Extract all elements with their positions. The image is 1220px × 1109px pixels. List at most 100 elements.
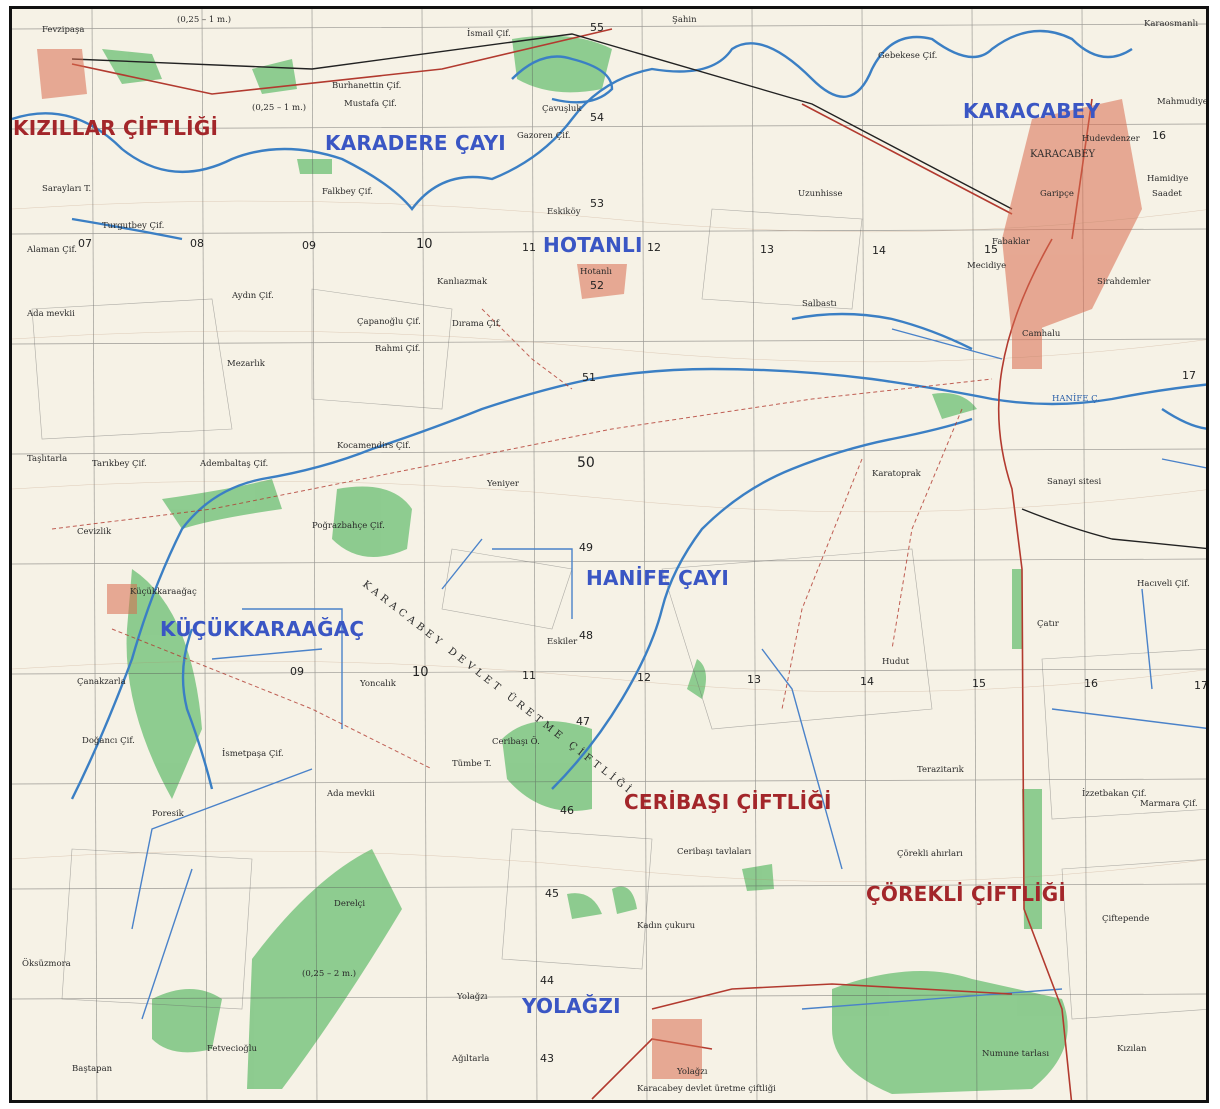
label-corekli-ciftligi: ÇÖREKLİ ÇİFTLİĞİ <box>866 882 1067 906</box>
forest-patch <box>932 393 977 419</box>
camhalu-village <box>1012 319 1042 369</box>
place-name: Çatır <box>1037 619 1059 629</box>
place-name: Turgutbey Çif. <box>102 221 165 231</box>
label-karadere-cayi: KARADERE ÇAYI <box>325 131 506 155</box>
label-kucukkaraagac: KÜÇÜKKARAAĞAÇ <box>160 617 365 641</box>
railway-line <box>1021 508 1206 550</box>
place-name: Hacıveli Çif. <box>1137 579 1190 589</box>
contour <box>12 480 1206 513</box>
forest-patch <box>102 49 162 84</box>
place-name: Taşlıtarla <box>27 454 68 464</box>
field-boundaries <box>31 208 1206 1020</box>
place-name: Falkbey Çif. <box>322 187 373 197</box>
forest-patch <box>297 159 332 174</box>
grid-number: 49 <box>579 541 593 554</box>
forest-patch <box>1022 789 1042 929</box>
place-name: Burhanettin Çif. <box>332 81 402 91</box>
grid-number: 10 <box>416 237 433 252</box>
place-name: Poğrazbahçe Çif. <box>312 521 385 531</box>
depth-annotation: (0,25 – 2 m.) <box>302 969 357 979</box>
canal <box>1051 708 1206 729</box>
place-name: Mustafa Çif. <box>344 99 397 109</box>
grid-number: 54 <box>590 111 604 124</box>
forest-patch <box>832 971 1068 1094</box>
contour <box>12 850 1206 883</box>
place-name: Çanakzarla <box>77 677 126 687</box>
kucukkaraagac-village <box>107 584 137 614</box>
place-name: Çapanoğlu Çif. <box>357 317 421 327</box>
label-karacabey: KARACABEY <box>963 99 1101 123</box>
forest-patch <box>612 886 637 914</box>
place-name: Ada mevkii <box>327 789 375 799</box>
canal <box>141 868 193 1020</box>
place-name: Tarıkbey Çif. <box>92 459 147 469</box>
place-name: Ceribaşı Ö. <box>492 737 540 747</box>
place-name: İsmetpaşa Çif. <box>222 749 284 759</box>
dashed-road <box>481 308 573 390</box>
place-name: Terazitarık <box>917 765 964 775</box>
place-name: Karacabey devlet üretme çiftliği <box>637 1084 776 1094</box>
karacabey-town <box>1002 99 1142 339</box>
road <box>71 28 613 95</box>
place-name: Ağıltarla <box>452 1054 490 1064</box>
place-name: Öksüzmora <box>22 959 71 969</box>
grid-number: 14 <box>872 244 886 257</box>
place-name: Yolağzı <box>457 992 488 1002</box>
place-name: Derelçi <box>334 899 366 909</box>
place-name: Tümbe T. <box>452 759 492 769</box>
place-name: Aydın Çif. <box>232 291 274 301</box>
place-name: Kanlıazmak <box>437 277 488 287</box>
field-boundary <box>701 208 863 310</box>
label-hotanli: HOTANLI <box>543 233 643 257</box>
place-name: Dırama Çif. <box>452 319 502 329</box>
place-name: Gebekese Çif. <box>878 51 938 61</box>
place-name: KARACABEY <box>1030 149 1096 160</box>
tributary <box>181 628 214 790</box>
tributary <box>1161 408 1206 430</box>
contour <box>12 330 1206 363</box>
place-name: Hamidiye <box>1147 174 1189 184</box>
karadere-river <box>12 29 1133 211</box>
grid-number: 15 <box>984 243 998 256</box>
forest-patch <box>742 864 774 891</box>
railway-line <box>71 33 1013 210</box>
place-name: Eskiköy <box>547 207 581 217</box>
place-name: İzzetbakan Çif. <box>1082 789 1147 799</box>
canal <box>441 538 483 590</box>
forest-patch <box>332 486 412 557</box>
depth-annotation: (0,25 – 1 m.) <box>177 15 232 25</box>
canal <box>492 548 573 619</box>
forest-patch <box>567 893 602 919</box>
place-name: Poresik <box>152 809 184 819</box>
forest-patch <box>512 35 612 93</box>
place-name: Mecidiye <box>967 261 1007 271</box>
grid-number: 48 <box>579 629 593 642</box>
place-name: Kocamendirs Çif. <box>337 441 411 451</box>
place-name: Karaosmanlı <box>1144 19 1199 29</box>
place-name: Kadın çukuru <box>637 921 696 931</box>
place-name: Gazoren Çif. <box>517 131 571 141</box>
tributary <box>791 312 973 351</box>
label-kizillar-ciftligi: KIZILLAR ÇİFTLİĞİ <box>13 116 219 140</box>
contour <box>12 660 1206 693</box>
field-boundary <box>1041 649 1206 820</box>
place-name: Yeniyer <box>487 479 519 489</box>
grid-number: 11 <box>522 669 536 682</box>
map-frame: Fevzipaşa Şahin İsmail Çif. Burhanettin … <box>9 6 1209 1103</box>
grid-number: 10 <box>412 665 429 680</box>
dashed-road <box>891 408 963 650</box>
field-boundary <box>1061 859 1206 1020</box>
field-boundary <box>311 288 453 410</box>
grid-number: 16 <box>1084 677 1098 690</box>
depth-annotation: (0,25 – 1 m.) <box>252 103 307 113</box>
dashed-road <box>111 628 433 770</box>
grid-number: 47 <box>576 715 590 728</box>
field-boundary <box>31 298 233 440</box>
field-boundary <box>61 848 253 1010</box>
grid-number: 17 <box>1182 369 1196 382</box>
grid-number: 07 <box>78 237 92 250</box>
hanife-river-south <box>551 417 973 790</box>
label-hanife-cayi: HANİFE ÇAYI <box>586 566 730 590</box>
canal <box>801 988 1063 1010</box>
